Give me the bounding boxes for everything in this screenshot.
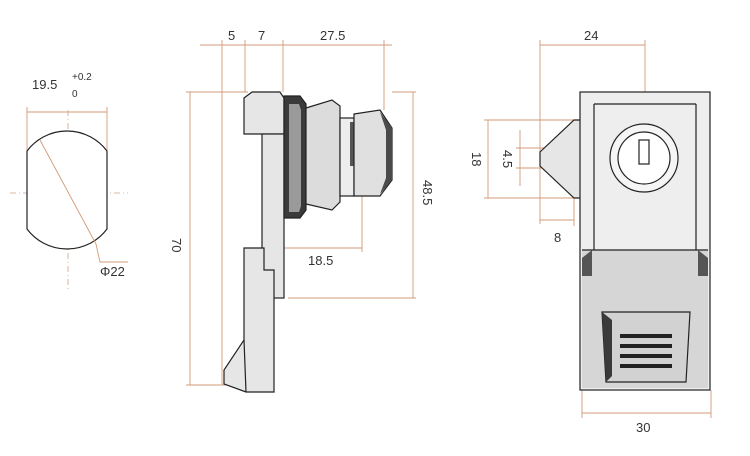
front-left-step <box>582 250 592 276</box>
cutout-tolerance-upper: +0.2 <box>72 72 92 83</box>
front-dim-latch-depth: 8 <box>554 230 561 245</box>
cutout-diameter-leader-tail <box>95 243 128 263</box>
side-dim-thread: 18.5 <box>308 253 333 268</box>
front-dim-latch-height: 18 <box>469 152 484 166</box>
side-lever <box>223 247 275 393</box>
front-right-step <box>698 250 708 276</box>
side-lock-body <box>305 99 341 211</box>
cutout-diameter-label: Φ22 <box>100 264 125 279</box>
side-front-flange <box>243 91 285 135</box>
cutout-tolerance-lower: 0 <box>72 89 78 100</box>
cutout-width-value: 19.5 <box>32 77 57 92</box>
keyhole-slot <box>638 139 650 165</box>
lock-side-view <box>186 40 416 393</box>
front-latch-tongue <box>539 119 585 199</box>
cutout-diameter-leader <box>39 139 97 245</box>
side-dim-height: 70 <box>169 238 184 252</box>
panel-cutout-view <box>10 107 128 290</box>
side-cam-shade <box>380 112 392 194</box>
lock-front-view <box>484 40 712 418</box>
side-dim-cam: 27.5 <box>320 28 345 43</box>
side-dim-flange: 5 <box>228 28 235 43</box>
front-dim-bottom-width: 30 <box>636 420 650 435</box>
side-dim-cam-height: 48.5 <box>420 180 435 205</box>
front-dim-latch-tip: 4.5 <box>500 150 515 168</box>
side-dim-nut: 7 <box>258 28 265 43</box>
side-lever-edge <box>243 339 247 393</box>
front-dim-top-width: 24 <box>584 28 598 43</box>
side-nut-face <box>289 104 301 212</box>
grip-plate-side <box>602 312 612 382</box>
side-barrel-groove <box>350 122 354 166</box>
